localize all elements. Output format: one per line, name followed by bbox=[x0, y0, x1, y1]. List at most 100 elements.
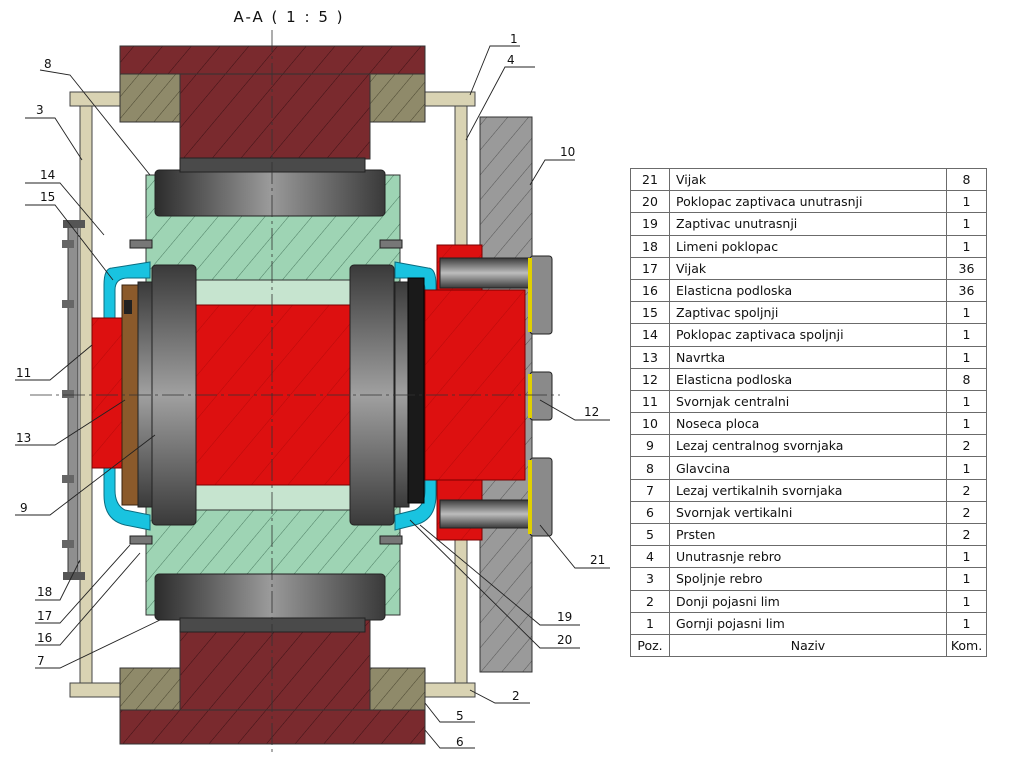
cell-pos: 9 bbox=[630, 434, 670, 458]
parts-list-header: Poz. Naziv Kom. bbox=[630, 633, 987, 658]
cell-pos: 1 bbox=[630, 611, 670, 635]
header-pos: Poz. bbox=[630, 633, 670, 658]
cell-pos: 16 bbox=[630, 278, 670, 303]
cell-qty: 2 bbox=[946, 500, 987, 525]
callout-15: 15 bbox=[40, 190, 55, 204]
cell-qty: 1 bbox=[946, 301, 987, 325]
cell-name: Donji pojasni lim bbox=[669, 589, 947, 613]
cell-qty: 2 bbox=[946, 522, 987, 547]
cell-qty: 36 bbox=[946, 278, 987, 303]
cell-qty: 1 bbox=[946, 212, 987, 236]
cell-qty: 36 bbox=[946, 256, 987, 280]
cell-pos: 21 bbox=[630, 167, 670, 192]
bottom-vertical-pin bbox=[119, 619, 426, 745]
bolts bbox=[439, 255, 553, 537]
callout-16: 16 bbox=[37, 631, 52, 645]
callout-6: 6 bbox=[456, 735, 464, 749]
callout-10: 10 bbox=[560, 145, 575, 159]
cell-qty: 1 bbox=[946, 345, 987, 369]
cell-pos: 14 bbox=[630, 323, 670, 347]
cell-name: Lezaj vertikalnih svornjaka bbox=[669, 478, 947, 502]
callout-9: 9 bbox=[20, 501, 28, 515]
callout-14: 14 bbox=[40, 168, 55, 182]
cell-qty: 1 bbox=[946, 589, 987, 613]
callout-13: 13 bbox=[16, 431, 31, 445]
cell-qty: 1 bbox=[946, 545, 987, 569]
cell-name: Noseca ploca bbox=[669, 412, 947, 436]
cell-pos: 6 bbox=[630, 500, 670, 525]
cell-name: Elasticna podloska bbox=[669, 278, 947, 303]
cell-pos: 10 bbox=[630, 412, 670, 436]
callout-3: 3 bbox=[36, 103, 44, 117]
cell-name: Zaptivac spoljnji bbox=[669, 301, 947, 325]
cell-pos: 7 bbox=[630, 478, 670, 502]
vertical-pin-bearings bbox=[154, 157, 386, 633]
cell-qty: 2 bbox=[946, 434, 987, 458]
cell-name: Gornji pojasni lim bbox=[669, 611, 947, 635]
section-title: A-A ( 1 : 5 ) bbox=[234, 8, 345, 26]
center-lines bbox=[30, 30, 560, 755]
cell-qty: 1 bbox=[946, 611, 987, 635]
cell-pos: 20 bbox=[630, 190, 670, 214]
cell-qty: 1 bbox=[946, 323, 987, 347]
cell-pos: 11 bbox=[630, 389, 670, 414]
callout-8: 8 bbox=[44, 57, 52, 71]
cell-pos: 19 bbox=[630, 212, 670, 236]
cover-screws bbox=[129, 239, 403, 545]
cell-name: Vijak bbox=[669, 167, 947, 192]
cell-name: Poklopac zaptivaca spoljnji bbox=[669, 323, 947, 347]
top-vertical-pin bbox=[119, 45, 426, 160]
cell-name: Lezaj centralnog svornjaka bbox=[669, 434, 947, 458]
cell-pos: 3 bbox=[630, 567, 670, 591]
callout-5: 5 bbox=[456, 709, 464, 723]
cell-pos: 18 bbox=[630, 234, 670, 258]
cell-name: Glavcina bbox=[669, 456, 947, 480]
cell-name: Poklopac zaptivaca unutrasnji bbox=[669, 190, 947, 214]
callout-labels: 1 4 8 3 10 14 15 11 13 9 12 21 18 17 16 … bbox=[16, 32, 605, 749]
callout-4: 4 bbox=[507, 53, 515, 67]
cell-name: Navrtka bbox=[669, 345, 947, 369]
cell-name: Elasticna podloska bbox=[669, 367, 947, 391]
leader-lines bbox=[15, 45, 610, 749]
cell-qty: 1 bbox=[946, 412, 987, 436]
cell-qty: 1 bbox=[946, 190, 987, 214]
callout-21: 21 bbox=[590, 553, 605, 567]
cell-pos: 2 bbox=[630, 589, 670, 613]
callout-2: 2 bbox=[512, 689, 520, 703]
cell-pos: 15 bbox=[630, 301, 670, 325]
cell-qty: 8 bbox=[946, 367, 987, 391]
cell-qty: 1 bbox=[946, 567, 987, 591]
callout-20: 20 bbox=[557, 633, 572, 647]
cell-qty: 8 bbox=[946, 167, 987, 192]
callout-7: 7 bbox=[37, 654, 45, 668]
cell-qty: 1 bbox=[946, 389, 987, 414]
cell-name: Vijak bbox=[669, 256, 947, 280]
callout-17: 17 bbox=[37, 609, 52, 623]
cell-name: Unutrasnje rebro bbox=[669, 545, 947, 569]
callout-1: 1 bbox=[510, 32, 518, 46]
cell-qty: 2 bbox=[946, 478, 987, 502]
cell-name: Prsten bbox=[669, 522, 947, 547]
cell-pos: 12 bbox=[630, 367, 670, 391]
callout-18: 18 bbox=[37, 585, 52, 599]
cell-name: Limeni poklopac bbox=[669, 234, 947, 258]
cell-name: Spoljnje rebro bbox=[669, 567, 947, 591]
cell-pos: 4 bbox=[630, 545, 670, 569]
cell-qty: 1 bbox=[946, 234, 987, 258]
